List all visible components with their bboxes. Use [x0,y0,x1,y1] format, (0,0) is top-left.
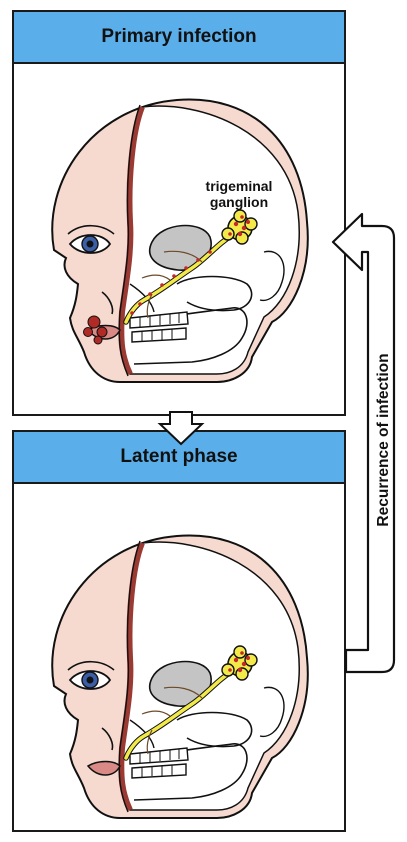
trigeminal-ganglion-label: trigeminal ganglion [194,178,284,210]
head-illustration-latent [14,432,344,830]
panel-latent-phase: Latent phase [12,430,346,832]
head-illustration-primary [14,12,344,414]
recurrence-of-infection-label: Recurrence of infection [375,353,393,526]
panel-primary-infection: Primary infection trigeminal ganglion [12,10,346,416]
